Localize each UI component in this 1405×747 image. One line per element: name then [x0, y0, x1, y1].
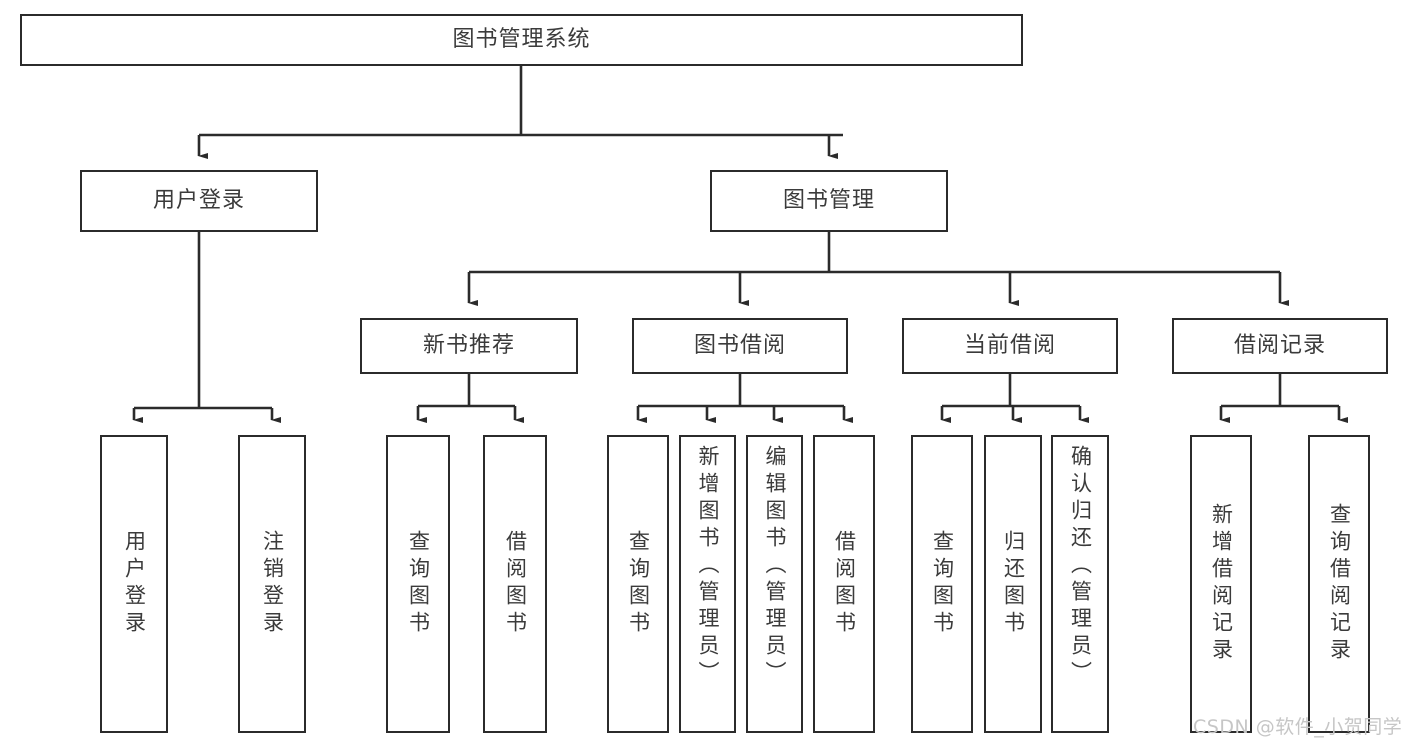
leaf-user-login[interactable]: 用户登录 [100, 435, 168, 733]
node-current-borrow[interactable]: 当前借阅 [902, 318, 1118, 374]
csdn-watermark: CSDN @软件_小贺同学 [1193, 716, 1403, 738]
leaf-user-logout[interactable]: 注销登录 [238, 435, 306, 733]
leaf-borrow-book-1[interactable]: 借阅图书 [483, 435, 547, 733]
node-root[interactable]: 图书管理系统 [20, 14, 1023, 66]
node-book-borrow[interactable]: 图书借阅 [632, 318, 848, 374]
leaf-label: 编辑图书（管理员） [763, 445, 787, 688]
leaf-query-borrow-record[interactable]: 查询借阅记录 [1308, 435, 1370, 733]
leaf-label: 查询图书 [406, 530, 431, 638]
leaf-query-book-2[interactable]: 查询图书 [607, 435, 669, 733]
leaf-label: 用户登录 [122, 530, 147, 638]
leaf-add-borrow-record[interactable]: 新增借阅记录 [1190, 435, 1252, 733]
leaf-add-book-admin[interactable]: 新增图书（管理员） [679, 435, 736, 733]
leaf-query-book-1[interactable]: 查询图书 [386, 435, 450, 733]
leaf-confirm-return-admin[interactable]: 确认归还（管理员） [1051, 435, 1109, 733]
node-borrow-record[interactable]: 借阅记录 [1172, 318, 1388, 374]
leaf-return-book[interactable]: 归还图书 [984, 435, 1042, 733]
leaf-label: 注销登录 [260, 530, 285, 638]
node-user-login[interactable]: 用户登录 [80, 170, 318, 232]
leaf-label: 借阅图书 [503, 530, 528, 638]
leaf-label: 查询借阅记录 [1327, 503, 1352, 665]
node-new-book-recommend[interactable]: 新书推荐 [360, 318, 578, 374]
leaf-label: 新增借阅记录 [1209, 503, 1234, 665]
leaf-label: 新增图书（管理员） [696, 445, 720, 688]
leaf-label: 查询图书 [930, 530, 955, 638]
node-book-manage[interactable]: 图书管理 [710, 170, 948, 232]
leaf-edit-book-admin[interactable]: 编辑图书（管理员） [746, 435, 803, 733]
leaf-label: 归还图书 [1001, 530, 1026, 638]
leaf-query-book-3[interactable]: 查询图书 [911, 435, 973, 733]
leaf-label: 借阅图书 [832, 530, 857, 638]
leaf-borrow-book-2[interactable]: 借阅图书 [813, 435, 875, 733]
leaf-label: 查询图书 [626, 530, 651, 638]
leaf-label: 确认归还（管理员） [1068, 445, 1093, 688]
